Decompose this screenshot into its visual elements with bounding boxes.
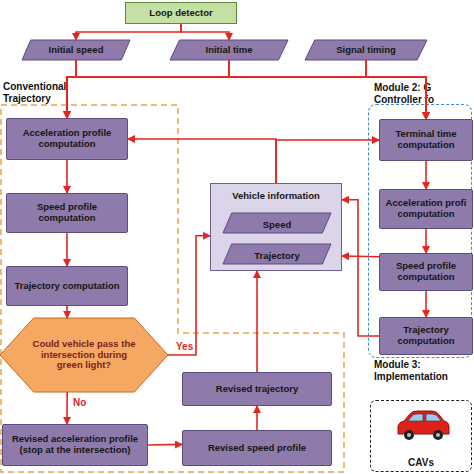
source-box: Loop detector [125, 2, 237, 24]
connector-arrow [66, 233, 68, 266]
node-text: Speed profile computation [10, 202, 124, 224]
connector-arrow [148, 444, 182, 446]
text-area: Revised acceleration profile (stop at th… [3, 425, 147, 465]
connector-arrow [181, 24, 229, 40]
text-area: Acceleration profile computation [7, 119, 127, 159]
process-box: Acceleration profi computation [379, 189, 473, 229]
text-area: Terminal time computation [380, 120, 472, 160]
process-box: Trajectory computation [379, 317, 473, 355]
connector-arrow [128, 139, 276, 183]
shape-fill [305, 40, 427, 60]
edge-label: No [73, 397, 86, 408]
connector-arrow [66, 306, 68, 318]
text-area: Revised speed profile [183, 431, 331, 465]
node-text: Trajectory computation [14, 281, 119, 292]
text-area: Speed [223, 213, 331, 233]
connector-arrow [276, 140, 379, 183]
connector-arrow [256, 271, 258, 372]
node-text: Loop detector [149, 8, 212, 19]
process-box: Revised trajectory [182, 372, 332, 406]
connector-arrow [76, 60, 426, 119]
node-text: CAVs [408, 457, 434, 469]
connector-arrow [67, 60, 76, 118]
connector-arrow [342, 200, 379, 336]
text-area: Trajectory [223, 244, 331, 264]
process-box: Trajectory computation [6, 266, 128, 306]
text-area: Trajectory computation [380, 318, 472, 354]
text-area: Trajectory computation [7, 267, 127, 305]
group-heading: Conventional Trajectory [3, 81, 88, 104]
process-box: Terminal time computation [379, 119, 473, 161]
input-parallelogram: Initial speed [22, 40, 130, 60]
connector-arrow [425, 161, 427, 189]
input-parallelogram: Signal timing [305, 40, 427, 60]
shape-fill [223, 213, 331, 233]
connector-arrow [168, 236, 210, 355]
node-text: Speed profile computation [383, 261, 469, 283]
info-box: Vehicle informationSpeedTrajectory [210, 183, 342, 271]
node-text: Vehicle information [232, 191, 320, 202]
module-group: Module 2: G Controller foTerminal time c… [368, 104, 472, 358]
connector-arrow [66, 392, 68, 424]
connector-arrow [342, 255, 379, 257]
connector-arrow [66, 160, 68, 193]
text-area: Acceleration profi computation [380, 190, 472, 228]
connector-arrow [425, 229, 427, 253]
connector-arrow [425, 291, 427, 317]
text-area: Speed profile computation [380, 254, 472, 290]
shape-fill [223, 244, 331, 264]
car-icon [394, 406, 452, 446]
text-area: Could vehicle pass the intersection duri… [0, 318, 168, 392]
node-text: Initial time [206, 45, 253, 56]
node-text: Revised acceleration profile (stop at th… [6, 434, 144, 456]
shape-fill [170, 40, 288, 60]
node-text: Could vehicle pass the intersection duri… [30, 339, 138, 372]
text-area: Loop detector [126, 3, 236, 23]
connector-arrow [256, 406, 258, 430]
process-box: Revised speed profile [182, 430, 332, 466]
shape-fill [0, 318, 168, 392]
decision-shape: Could vehicle pass the intersection duri… [0, 318, 168, 392]
connector-arrow [67, 60, 229, 118]
input-parallelogram: Initial time [170, 40, 288, 60]
node-text: Acceleration profi computation [383, 198, 469, 220]
process-box: Speed profile computation [379, 253, 473, 291]
process-box: Acceleration profile computation [6, 118, 128, 160]
connector-arrow [76, 24, 181, 40]
node-text: Revised trajectory [216, 384, 298, 395]
data-parallelogram: Speed [223, 213, 331, 233]
module-group: Conventional TrajectoryAcceleration prof… [0, 104, 345, 474]
node-text: Trajectory [254, 251, 299, 262]
data-parallelogram: Trajectory [223, 244, 331, 264]
text-area: Speed profile computation [7, 194, 127, 232]
text-area: Initial time [170, 40, 288, 60]
node-text: Acceleration profile computation [10, 128, 124, 150]
shape-fill [22, 40, 130, 60]
edge-label: Yes [176, 341, 193, 352]
text-area: Initial speed [22, 40, 130, 60]
connector-arrow [67, 60, 366, 118]
node-text: Initial speed [49, 45, 104, 56]
group-heading: Module 2: G Controller fo [374, 82, 449, 105]
text-area: Revised trajectory [183, 373, 331, 405]
group-heading: Module 3: Implementation [374, 359, 464, 382]
node-text: Speed [263, 220, 292, 231]
process-box: Revised acceleration profile (stop at th… [2, 424, 148, 466]
node-text: Terminal time computation [383, 129, 469, 151]
text-area: Signal timing [305, 40, 427, 60]
node-text: Signal timing [336, 45, 396, 56]
node-text: Trajectory computation [383, 325, 469, 347]
process-box: Speed profile computation [6, 193, 128, 233]
node-text: Revised speed profile [208, 443, 306, 454]
dashed-outline [1, 105, 344, 472]
